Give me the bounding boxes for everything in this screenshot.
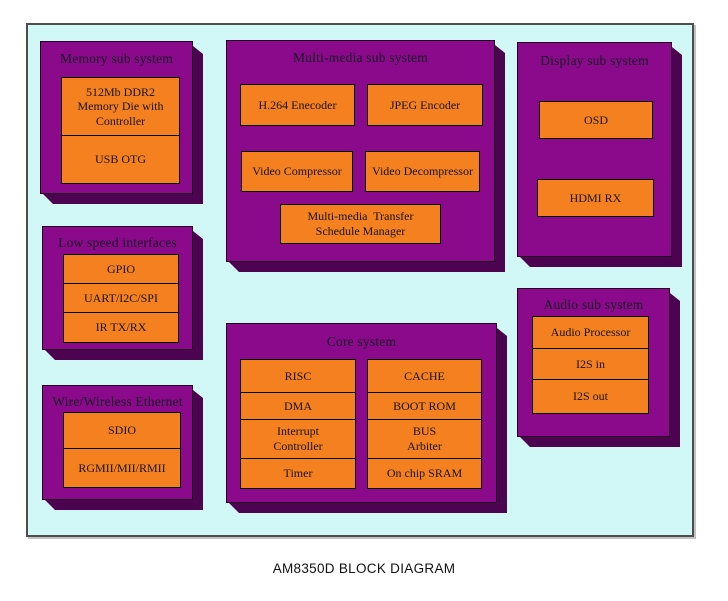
panel-title: Display sub system	[540, 53, 649, 68]
panel-title: Audio sub system	[543, 297, 644, 312]
panel-face: Memory sub system 512Mb DDR2 Memory Die …	[40, 41, 193, 194]
panel-face: Audio sub system Audio Processor I2S in …	[517, 288, 670, 437]
panel-title: Multi-media sub system	[293, 50, 428, 65]
panel-face: Display sub system OSD HDMI RX	[517, 42, 672, 257]
block-512mb-ddr2-memory: 512Mb DDR2 Memory Die with Controller	[61, 77, 180, 136]
block-jpeg-encoder: JPEG Encoder	[367, 84, 483, 126]
block-gpio: GPIO	[63, 254, 179, 284]
block-usb-otg: USB OTG	[61, 135, 180, 184]
panel-title: Memory sub system	[60, 51, 173, 66]
block-sdio: SDIO	[63, 412, 181, 449]
panel-multimedia-sub-system: Multi-media sub system H.264 Enecoder JP…	[226, 40, 495, 262]
block-uart-i2c-spi: UART/I2C/SPI	[63, 283, 179, 313]
panel-face: Core system RISC DMA Interrupt Controlle…	[226, 323, 497, 503]
panel-title: Low speed interfaces	[58, 235, 177, 250]
block-i2s-in: I2S in	[532, 348, 649, 380]
panel-title: Wire/Wireless Ethernet	[52, 394, 183, 409]
diagram-caption: AM8350D BLOCK DIAGRAM	[272, 561, 456, 576]
block-risc: RISC	[240, 359, 356, 393]
panel-core-system: Core system RISC DMA Interrupt Controlle…	[226, 323, 497, 503]
panel-face: Wire/Wireless Ethernet SDIO RGMII/MII/RM…	[42, 385, 193, 500]
block-timer: Timer	[240, 458, 356, 489]
panel-face: Multi-media sub system H.264 Enecoder JP…	[226, 40, 495, 262]
block-cache: CACHE	[367, 359, 482, 393]
block-osd: OSD	[539, 101, 653, 139]
block-rgmii-mii-rmii: RGMII/MII/RMII	[63, 448, 181, 488]
block-i2s-out: I2S out	[532, 379, 649, 414]
block-audio-processor: Audio Processor	[532, 316, 649, 349]
block-dma: DMA	[240, 392, 356, 420]
panel-display-sub-system: Display sub system OSD HDMI RX	[517, 42, 672, 257]
block-on-chip-sram: On chip SRAM	[367, 458, 482, 489]
block-hdmi-rx: HDMI RX	[537, 179, 654, 217]
block-video-compressor: Video Compressor	[241, 151, 353, 192]
block-ir-tx-rx: IR TX/RX	[63, 312, 179, 343]
panel-audio-sub-system: Audio sub system Audio Processor I2S in …	[517, 288, 670, 437]
panel-memory-sub-system: Memory sub system 512Mb DDR2 Memory Die …	[40, 41, 193, 194]
block-multimedia-transfer-schedule-manager: Multi-media Transfer Schedule Manager	[280, 204, 441, 244]
block-bus-arbiter: BUS Arbiter	[367, 419, 482, 459]
panel-face: Low speed interfaces GPIO UART/I2C/SPI I…	[42, 226, 193, 350]
block-video-decompressor: Video Decompressor	[365, 151, 480, 192]
panel-wire-wireless-ethernet: Wire/Wireless Ethernet SDIO RGMII/MII/RM…	[42, 385, 193, 500]
panel-title: Core system	[326, 334, 397, 349]
block-boot-rom: BOOT ROM	[367, 392, 482, 420]
block-interrupt-controller: Interrupt Controller	[240, 419, 356, 459]
block-h264-encoder: H.264 Enecoder	[240, 84, 355, 126]
panel-low-speed-interfaces: Low speed interfaces GPIO UART/I2C/SPI I…	[42, 226, 193, 350]
